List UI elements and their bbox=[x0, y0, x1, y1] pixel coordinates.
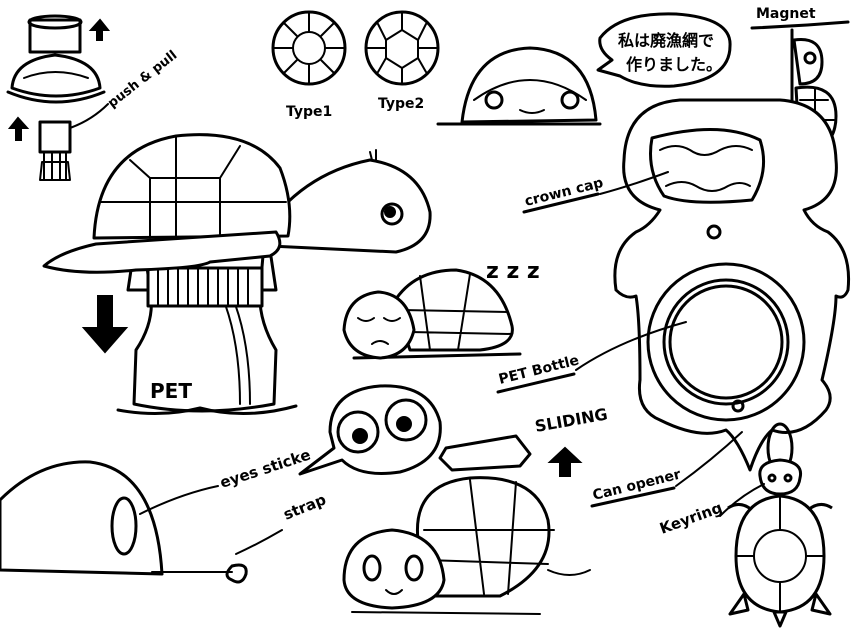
magnet-underline bbox=[750, 20, 850, 30]
speech-text-line2: 作りました。 bbox=[626, 55, 722, 74]
eyes-sticker-label: eyes sticke bbox=[218, 446, 313, 492]
crown-cap-label: crown cap bbox=[523, 175, 605, 210]
push-pull-cap-illustration bbox=[6, 14, 109, 181]
sleeping-turtle-illustration bbox=[342, 268, 522, 360]
arrow-up-icon bbox=[7, 116, 30, 141]
eyes-sticker-leader bbox=[139, 485, 219, 515]
pet-bottle-leader bbox=[575, 321, 687, 371]
keyring-leader bbox=[719, 483, 765, 517]
peeking-turtle-illustration bbox=[436, 46, 602, 126]
dome-with-strap-illustration bbox=[0, 460, 248, 584]
speech-text-line1: 私は廃漁網で bbox=[618, 31, 714, 50]
crown-cap-leader bbox=[599, 171, 669, 195]
arrow-up-icon bbox=[547, 446, 583, 477]
pet-label: PET bbox=[150, 379, 192, 403]
can-opener-underline bbox=[590, 486, 676, 508]
sliding-turtle-illustration bbox=[342, 434, 591, 615]
type2-label: Type2 bbox=[378, 96, 424, 112]
zzz-label: z z z bbox=[486, 259, 540, 284]
turtle-on-pet-bottle-illustration bbox=[42, 133, 432, 416]
keyring-label: Keyring bbox=[657, 499, 725, 538]
speech-bubble bbox=[596, 12, 732, 88]
push-pull-label: push & pull bbox=[105, 48, 180, 111]
bottle-opener-keychain bbox=[613, 98, 851, 472]
eyes-sticker-bubble bbox=[298, 384, 442, 476]
sliding-label: SLIDING bbox=[533, 404, 609, 435]
can-opener-label: Can opener bbox=[591, 467, 682, 504]
strap-leader bbox=[235, 529, 283, 555]
can-opener-leader bbox=[675, 431, 743, 487]
strap-label: strap bbox=[281, 490, 329, 523]
arrow-up-icon bbox=[88, 18, 111, 41]
type1-shell-icon bbox=[271, 10, 347, 86]
pet-bottle-underline bbox=[496, 372, 576, 394]
magnet-label: Magnet bbox=[756, 6, 816, 22]
type2-shell-icon bbox=[364, 10, 440, 86]
arrow-down-icon bbox=[81, 295, 129, 354]
crown-cap-underline bbox=[522, 192, 600, 214]
keyring-turtle-illustration bbox=[727, 422, 833, 628]
type1-label: Type1 bbox=[286, 104, 332, 120]
